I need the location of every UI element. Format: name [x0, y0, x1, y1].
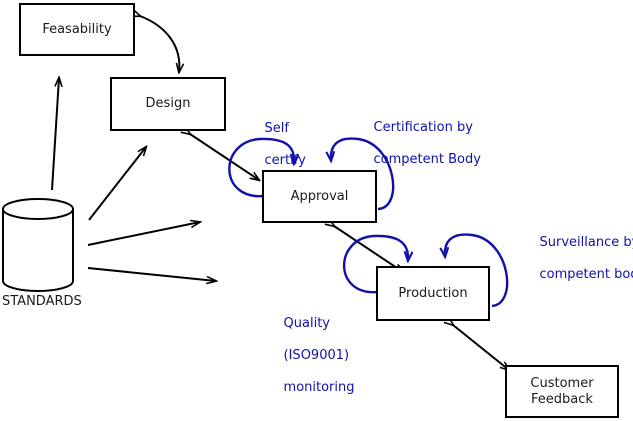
annotation-quality-line3: monitoring: [283, 380, 355, 395]
standards-cylinder: [2, 198, 74, 292]
edge-production-customer: [453, 325, 509, 370]
edge-standards-approval: [87, 222, 200, 246]
annotation-certification: Certification by competent Body: [357, 104, 481, 184]
annotation-quality-line2: (ISO9001): [283, 348, 350, 363]
node-design-label: Design: [145, 96, 191, 111]
annotation-quality-line1: Quality: [283, 316, 330, 331]
edge-standards-production: [87, 267, 216, 281]
node-feasability-label: Feasability: [42, 21, 112, 37]
annotation-self-certify-line2: certify: [264, 153, 306, 168]
edge-feasability-design: [140, 16, 179, 72]
annotation-self-certify-line1: Self: [264, 121, 289, 136]
edge-standards-design: [88, 147, 146, 221]
annotation-surveillance-line2: competent body: [539, 267, 633, 282]
edge-approval-production: [334, 226, 403, 272]
annotation-surveillance-line1: Surveillance by: [539, 235, 633, 250]
annotation-self-certify: Self certify: [248, 105, 306, 185]
loop-certification: [331, 137, 395, 211]
node-approval-label: Approval: [290, 188, 349, 204]
loop-self-certify: [228, 137, 294, 198]
node-production-label: Production: [398, 285, 468, 301]
node-customer-feedback[interactable]: Customer Feedback: [505, 365, 619, 418]
loop-surveillance: [445, 233, 509, 308]
node-feasability[interactable]: Feasability: [19, 3, 135, 56]
edge-standards-feasability: [51, 78, 59, 191]
node-production[interactable]: Production: [376, 266, 490, 321]
node-customer-feedback-line2: Feedback: [531, 391, 593, 407]
annotation-quality-monitoring: Quality (ISO9001) monitoring: [267, 300, 355, 412]
standards-label: STANDARDS: [2, 294, 82, 309]
loop-quality-monitoring: [342, 234, 408, 294]
annotation-certification-line1: Certification by: [373, 120, 473, 135]
node-approval[interactable]: Approval: [262, 170, 377, 223]
annotation-surveillance: Surveillance by competent body: [523, 219, 633, 299]
annotation-certification-line2: competent Body: [373, 152, 481, 167]
node-design[interactable]: Design: [110, 77, 226, 131]
edge-design-approval: [190, 134, 259, 180]
node-customer-feedback-label: Customer Feedback: [530, 376, 593, 408]
node-customer-feedback-line1: Customer: [530, 375, 594, 391]
